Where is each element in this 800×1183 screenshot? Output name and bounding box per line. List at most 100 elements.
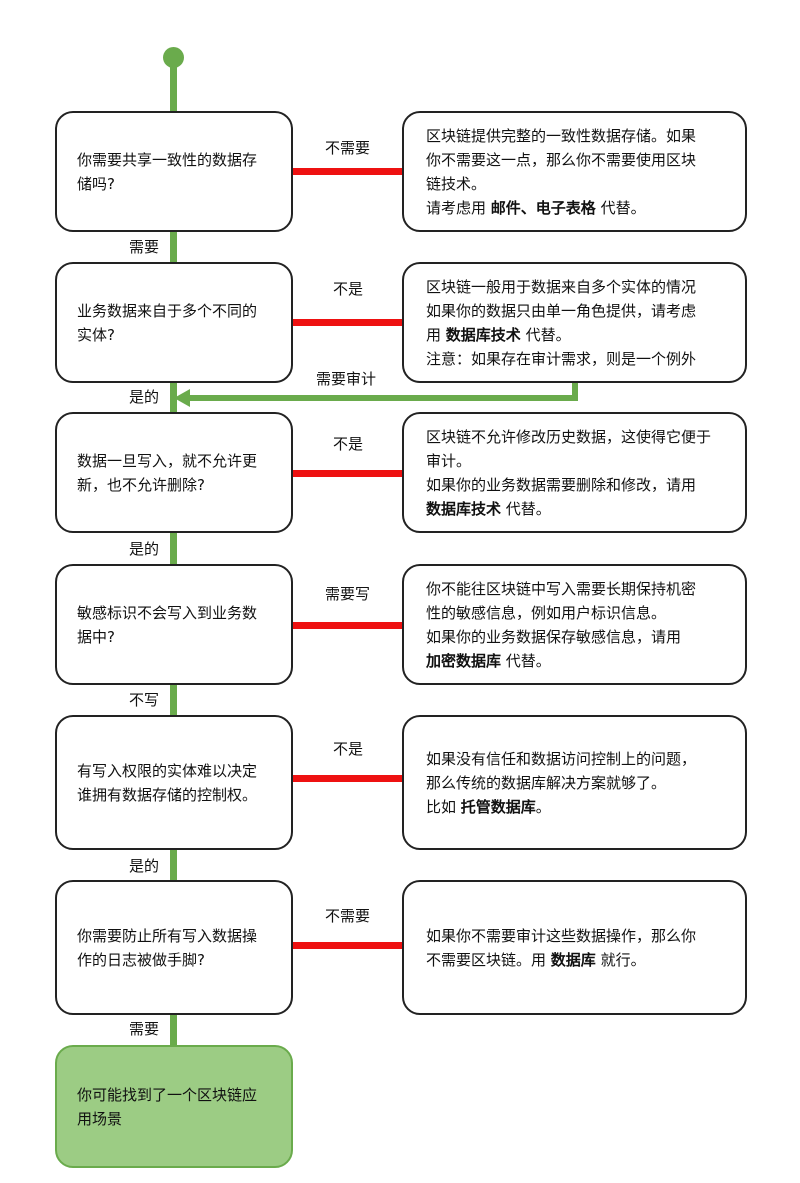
question-line: 据中? (77, 627, 115, 646)
advice-text: 代替。 (501, 651, 551, 670)
no-branch-label: 不需要 (325, 907, 371, 925)
advice-text: 代替。 (520, 325, 571, 344)
advice-line: 区块链提供完整的一致性数据存储。如果 (426, 124, 733, 148)
advice-text: 比如 (426, 797, 461, 816)
question-line: 数据一旦写入，就不允许更 (77, 451, 258, 470)
no-path-line (293, 470, 402, 477)
audit-connector-horizontal (186, 395, 578, 401)
audit-connector-vertical (572, 383, 578, 401)
advice-line: 区块链不允许修改历史数据，这使得它便于 (426, 425, 733, 449)
arrowhead-icon (174, 389, 190, 407)
advice-line: 数据库技术 代替。 (426, 497, 733, 521)
advice-text: 代替。 (501, 499, 551, 518)
advice-text: 如果没有信任和数据访问控制上的问题， (426, 749, 697, 768)
question-line: 储吗? (77, 174, 115, 193)
no-branch-label: 不需要 (325, 139, 371, 157)
yes-branch-label: 是的 (129, 388, 160, 406)
advice-text: 如果你的业务数据需要删除和修改，请用 (426, 475, 697, 494)
question-line: 实体? (77, 325, 115, 344)
advice-line: 加密数据库 代替。 (426, 649, 733, 673)
advice-line: 你不能往区块链中写入需要长期保持机密 (426, 577, 733, 601)
no-path-line (293, 622, 402, 629)
question-line: 你需要防止所有写入数据操 (77, 926, 258, 945)
advice-line: 如果你的业务数据需要删除和修改，请用 (426, 473, 733, 497)
advice-line: 那么传统的数据库解决方案就够了。 (426, 771, 733, 795)
advice-text: 那么传统的数据库解决方案就够了。 (426, 773, 667, 792)
advice-line: 审计。 (426, 449, 733, 473)
no-branch-label: 不是 (333, 740, 364, 758)
question-line: 敏感标识不会写入到业务数 (77, 603, 258, 622)
advice-text: 你不能往区块链中写入需要长期保持机密 (426, 579, 697, 598)
advice-text: 链技术。 (426, 174, 487, 193)
advice-text: 如果你的数据只由单一角色提供，请考虑 (426, 301, 697, 320)
advice-line: 如果你的业务数据保存敏感信息，请用 (426, 625, 733, 649)
advice-text: 区块链提供完整的一致性数据存储。如果 (426, 126, 697, 145)
no-branch-label: 需要写 (325, 585, 371, 603)
advice-line: 性的敏感信息，例如用户标识信息。 (426, 601, 733, 625)
advice-highlight: 数据库技术 (445, 325, 521, 344)
advice-line: 如果你的数据只由单一角色提供，请考虑 (426, 299, 733, 323)
question-box: 你需要防止所有写入数据操作的日志被做手脚? (55, 880, 293, 1015)
advice-text: 区块链一般用于数据来自多个实体的情况 (426, 277, 697, 296)
advice-highlight: 数据库 (550, 950, 596, 969)
advice-line: 如果你不需要审计这些数据操作，那么你 (426, 924, 733, 948)
question-line: 有写入权限的实体难以决定 (77, 761, 258, 780)
advice-line: 链技术。 (426, 172, 733, 196)
no-path-line (293, 319, 402, 326)
advice-line: 区块链一般用于数据来自多个实体的情况 (426, 275, 733, 299)
advice-line: 用 数据库技术 代替。 (426, 323, 733, 347)
no-path-line (293, 775, 402, 782)
yes-branch-label: 需要 (129, 1020, 160, 1038)
yes-branch-label: 是的 (129, 540, 160, 558)
no-path-line (293, 168, 402, 175)
question-line: 作的日志被做手脚? (77, 950, 205, 969)
advice-box: 区块链一般用于数据来自多个实体的情况如果你的数据只由单一角色提供，请考虑用 数据… (402, 262, 747, 383)
advice-highlight: 托管数据库 (460, 797, 536, 816)
advice-text: 。 (535, 797, 551, 816)
advice-line: 你不需要这一点，那么你不需要使用区块 (426, 148, 733, 172)
advice-box: 你不能往区块链中写入需要长期保持机密性的敏感信息，例如用户标识信息。如果你的业务… (402, 564, 747, 685)
advice-text: 不需要区块链。用 (426, 950, 551, 969)
question-box: 数据一旦写入，就不允许更新，也不允许删除? (55, 412, 293, 533)
advice-text: 你不需要这一点，那么你不需要使用区块 (426, 150, 697, 169)
advice-line: 注意：如果存在审计需求，则是一个例外 (426, 347, 733, 371)
question-box: 有写入权限的实体难以决定谁拥有数据存储的控制权。 (55, 715, 293, 850)
yes-branch-label: 不写 (129, 691, 160, 709)
no-path-line (293, 942, 402, 949)
advice-box: 如果没有信任和数据访问控制上的问题，那么传统的数据库解决方案就够了。比如 托管数… (402, 715, 747, 850)
no-branch-label: 不是 (333, 280, 364, 298)
advice-line: 如果没有信任和数据访问控制上的问题， (426, 747, 733, 771)
advice-text: 如果你不需要审计这些数据操作，那么你 (426, 926, 697, 945)
advice-highlight: 加密数据库 (426, 651, 502, 670)
advice-box: 区块链提供完整的一致性数据存储。如果你不需要这一点，那么你不需要使用区块链技术。… (402, 111, 747, 232)
question-box: 业务数据来自于多个不同的实体? (55, 262, 293, 383)
advice-text: 区块链不允许修改历史数据，这使得它便于 (426, 427, 712, 446)
advice-highlight: 邮件、电子表格 (490, 198, 596, 217)
advice-line: 比如 托管数据库。 (426, 795, 733, 819)
advice-text: 就行。 (595, 950, 646, 969)
advice-highlight: 数据库技术 (426, 499, 502, 518)
advice-text: 用 (426, 325, 446, 344)
yes-path-line (170, 57, 177, 1047)
result-line: 用场景 (77, 1109, 123, 1128)
yes-branch-label: 需要 (129, 238, 160, 256)
advice-box: 如果你不需要审计这些数据操作，那么你不需要区块链。用 数据库 就行。 (402, 880, 747, 1015)
result-line: 你可能找到了一个区块链应 (77, 1085, 258, 1104)
advice-text: 审计。 (426, 451, 472, 470)
question-box: 敏感标识不会写入到业务数据中? (55, 564, 293, 685)
question-line: 谁拥有数据存储的控制权。 (77, 785, 258, 804)
no-branch-label: 不是 (333, 435, 364, 453)
question-line: 业务数据来自于多个不同的 (77, 301, 258, 320)
advice-text: 请考虑用 (426, 198, 491, 217)
audit-label: 需要审计 (316, 370, 377, 388)
question-line: 你需要共享一致性的数据存 (77, 150, 258, 169)
advice-line: 请考虑用 邮件、电子表格 代替。 (426, 196, 733, 220)
question-box: 你需要共享一致性的数据存储吗? (55, 111, 293, 232)
advice-text: 性的敏感信息，例如用户标识信息。 (426, 603, 667, 622)
advice-text: 注意：如果存在审计需求，则是一个例外 (426, 349, 697, 368)
advice-box: 区块链不允许修改历史数据，这使得它便于审计。如果你的业务数据需要删除和修改，请用… (402, 412, 747, 533)
advice-text: 如果你的业务数据保存敏感信息，请用 (426, 627, 682, 646)
yes-branch-label: 是的 (129, 857, 160, 875)
result-box: 你可能找到了一个区块链应 用场景 (55, 1045, 293, 1168)
